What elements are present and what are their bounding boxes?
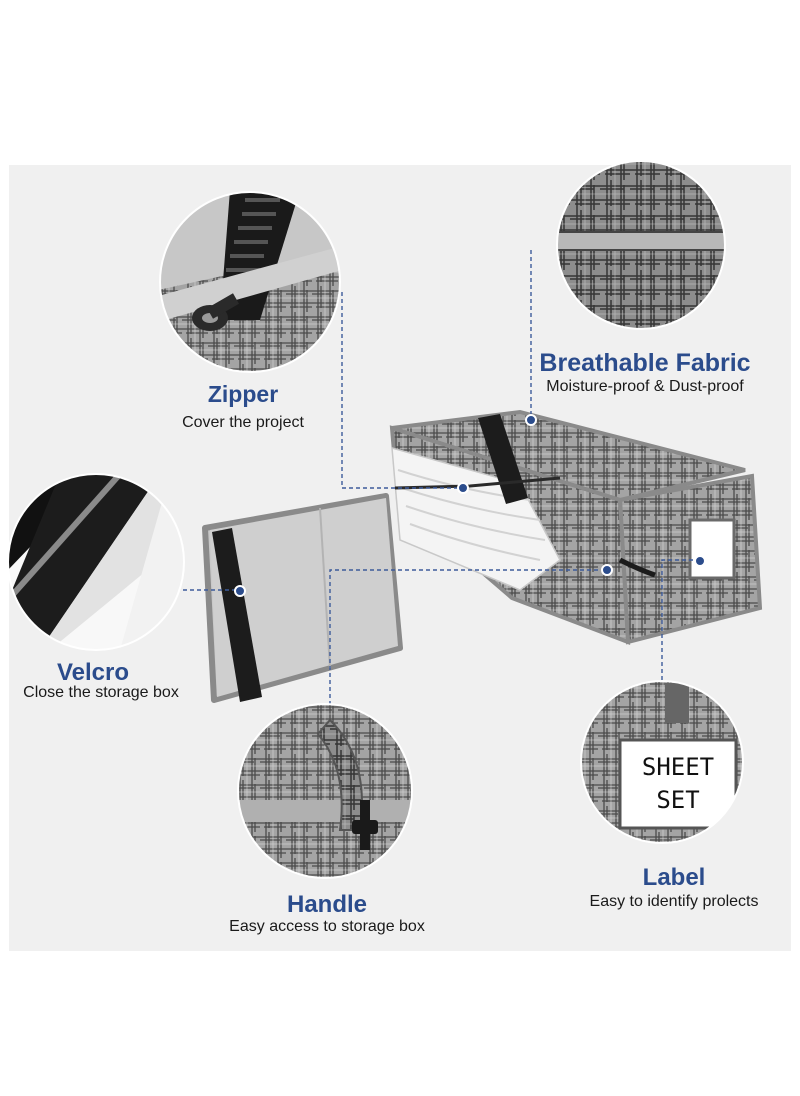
velcro-subtitle: Close the storage box	[23, 684, 179, 701]
fabric-detail-image	[557, 161, 725, 329]
label-card-line2: SET	[656, 786, 699, 814]
storage-bag-image	[202, 409, 763, 703]
velcro-detail-image	[8, 474, 184, 650]
label-title: Label	[642, 864, 706, 891]
label-subtitle: Easy to identify prolects	[589, 893, 759, 910]
zipper-detail-image	[160, 192, 340, 372]
zipper-title: Zipper	[207, 381, 279, 407]
breathable-title: Breathable Fabric	[539, 349, 751, 377]
breathable-subtitle: Moisture-proof & Dust-proof	[546, 378, 744, 395]
velcro-title: Velcro	[56, 659, 130, 686]
zipper-subtitle: Cover the project	[182, 414, 304, 431]
label-card-line1: SHEET	[642, 753, 714, 781]
handle-title: Handle	[286, 891, 368, 918]
label-detail-image: SHEET SET	[581, 681, 743, 843]
handle-detail-image	[238, 704, 412, 878]
handle-subtitle: Easy access to storage box	[229, 918, 425, 935]
